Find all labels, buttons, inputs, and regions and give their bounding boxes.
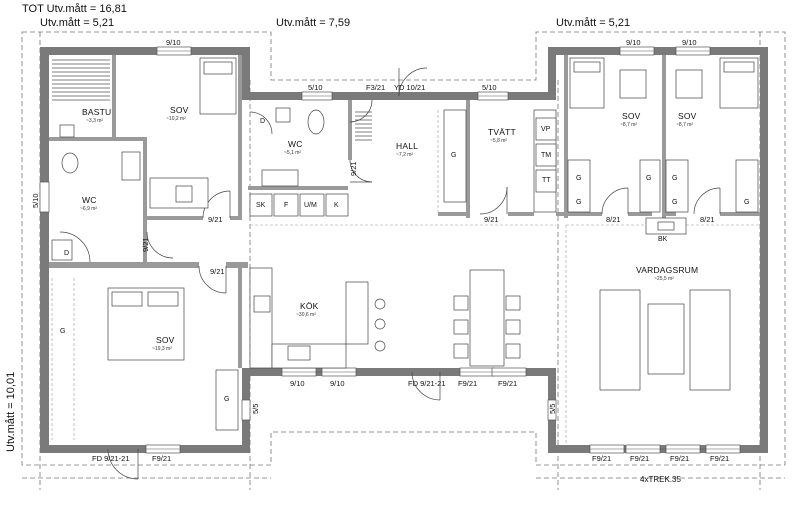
f-label: F [284, 202, 289, 209]
door-hall: 9/21 [349, 161, 358, 176]
window-sov3: 9/10 [682, 38, 697, 47]
door-sov1: 9/21 [208, 215, 223, 224]
total-dimension: TOT Utv.mått = 16,81 [22, 3, 127, 15]
room-bastu-area: ~3,3 m² [86, 118, 104, 124]
window-f-kok-2: F9/21 [498, 379, 518, 388]
window-kok-1: 9/10 [290, 379, 305, 388]
room-sov4-area: ~19,3 m² [152, 346, 172, 352]
door-sov2: 8/21 [606, 215, 621, 224]
window-sov2: 9/10 [626, 38, 641, 47]
wardrobe-sov2-b: G [576, 199, 582, 206]
door-fd-bottom: FD 9/21-21 [92, 454, 130, 463]
window-f-bottom-left: F9/21 [152, 454, 172, 463]
tm-label: TM [541, 152, 552, 159]
room-vardagsrum-area: ~25,5 m² [654, 276, 674, 282]
window-kok-2: 9/10 [330, 379, 345, 388]
wardrobe-hall: G [451, 152, 457, 159]
door-mark-wc2: D [260, 118, 266, 125]
window-sills [146, 50, 740, 450]
window-sov1: 9/10 [166, 38, 181, 47]
room-wc1-area: ~6,9 m² [80, 206, 98, 212]
window-tvatt: 5/10 [482, 83, 497, 92]
room-bastu-name: BASTU [82, 107, 112, 117]
window-side-left: 5/5 [251, 403, 260, 414]
room-hall-area: ~7,2 m² [396, 152, 414, 158]
wardrobe-sov3-b: G [672, 199, 678, 206]
room-wc2-name: WC [288, 139, 303, 149]
room-kok-name: KÖK [300, 301, 319, 311]
room-vardagsrum-name: VARDAGSRUM [636, 265, 699, 275]
room-tvatt-name: TVÄTT [488, 127, 516, 137]
wc2-stairs [355, 111, 372, 141]
door-mark-wc1: D [64, 250, 70, 257]
model-name: 4xTREK.35 [640, 475, 681, 484]
room-kok-area: ~30,6 m² [296, 312, 316, 318]
sauna-bench [52, 59, 110, 101]
room-sov2-name: SOV [622, 111, 641, 121]
wardrobe-sov3-a: G [672, 175, 678, 182]
depth-dimension: Utv.mått = 10,01 [5, 371, 17, 452]
bk-label: BK [658, 236, 668, 243]
room-sov2-area: ~8,7 m² [620, 122, 638, 128]
interior-walls [49, 55, 760, 368]
room-sov3-area: ~8,7 m² [676, 122, 694, 128]
window-wc1-side: 5/10 [31, 193, 40, 208]
door-wc1: 9/21 [141, 237, 150, 252]
wardrobe-sov3-c: G [744, 199, 750, 206]
room-tvatt-area: ~5,8 m² [490, 138, 508, 144]
door-sov4: 9/21 [210, 267, 225, 276]
dimension-frame [21, 31, 786, 490]
window-side-right: 5/5 [548, 403, 557, 414]
room-sov3-name: SOV [678, 111, 697, 121]
left-dimension: Utv.mått = 5,21 [40, 17, 115, 29]
window-f-bottom-r4: F9/21 [710, 454, 730, 463]
vp-label: VP [541, 126, 551, 133]
door-f3: F3/21 [366, 83, 386, 92]
door-yd: YD 10/21 [394, 83, 426, 92]
fixtures [51, 57, 759, 431]
room-wc1-name: WC [82, 195, 97, 205]
room-hall-name: HALL [396, 141, 419, 151]
middle-dimension: Utv.mått = 7,59 [276, 17, 351, 29]
room-sov1-name: SOV [170, 105, 189, 115]
room-sov1-area: ~10,2 m² [166, 116, 186, 122]
tt-label: TT [542, 177, 551, 184]
window-f-bottom-r3: F9/21 [670, 454, 690, 463]
wardrobe-sov2-a: G [576, 175, 582, 182]
room-wc2-area: ~5,1 m² [284, 150, 302, 156]
wardrobe-sov2-c: G [646, 175, 652, 182]
sk-label: SK [256, 202, 266, 209]
right-dimension: Utv.mått = 5,21 [556, 17, 631, 29]
door-fd-kok: FD 9/21-21 [408, 379, 446, 388]
door-tvatt: 9/21 [484, 215, 499, 224]
um-label: U/M [304, 202, 317, 209]
k-label: K [334, 202, 339, 209]
doors [59, 67, 721, 480]
room-sov4-name: SOV [156, 335, 175, 345]
window-f-bottom-r1: F9/21 [592, 454, 612, 463]
window-wc2: 5/10 [308, 83, 323, 92]
wardrobe-sov4: G [60, 328, 66, 335]
wardrobe-sov4-b: G [224, 396, 230, 403]
window-f-bottom-r2: F9/21 [630, 454, 650, 463]
door-sov3: 8/21 [700, 215, 715, 224]
window-f-kok-1: F9/21 [458, 379, 478, 388]
